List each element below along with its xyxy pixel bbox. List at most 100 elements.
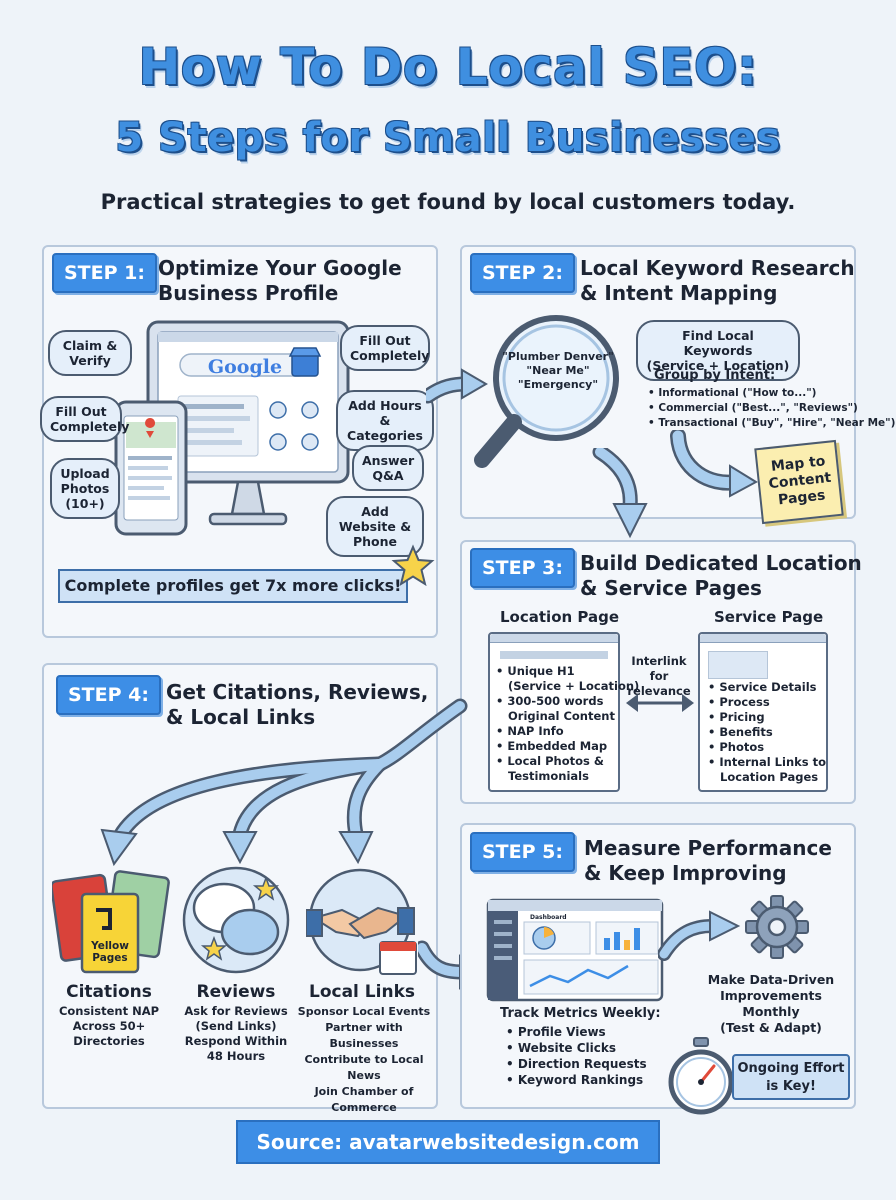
fill-out-bubble-right: Fill Out Completely <box>340 325 430 371</box>
service-item: Process <box>708 695 826 710</box>
double-arrow-icon <box>626 694 694 712</box>
location-item-cont: Original Content <box>508 709 615 723</box>
arrow-step2-to-step3 <box>592 448 648 539</box>
location-page-title: Location Page <box>500 608 620 626</box>
add-website-bubble: Add Website & Phone <box>326 496 424 557</box>
lens-term: "Plumber Denver" <box>502 350 614 363</box>
local-links-text: Sponsor Local Events Partner with Busine… <box>290 1004 438 1116</box>
citations-line: Across 50+ <box>72 1019 146 1033</box>
page-title: How To Do Local SEO: <box>138 38 758 96</box>
service-page-title: Service Page <box>714 608 824 626</box>
arrow-to-gear <box>658 910 741 961</box>
lens-term: "Near Me" <box>526 364 590 377</box>
find-keywords-bubble: Find Local Keywords (Service + Location) <box>636 320 800 381</box>
service-item: Benefits <box>708 725 826 740</box>
fill-out-bubble-left: Fill Out Completely <box>40 396 129 442</box>
intent-item: Informational ("How to...") <box>648 386 895 401</box>
branch-arrows <box>100 698 468 867</box>
step3-heading-line2: & Service Pages <box>580 576 762 600</box>
step4-badge: STEP 4: <box>56 675 161 715</box>
step1-heading-line2: Business Profile <box>158 281 339 305</box>
step3-badge: STEP 3: <box>470 548 575 588</box>
step1-heading: Optimize Your Google Business Profile <box>158 256 402 306</box>
citations-line: Consistent NAP <box>58 1004 160 1018</box>
clock-icon <box>270 402 286 418</box>
step3-heading: Build Dedicated Location & Service Pages <box>580 551 862 601</box>
step5-heading-line1: Measure Performance <box>584 836 832 860</box>
lens-terms: "Plumber Denver" "Near Me" "Emergency" <box>498 350 618 392</box>
step4-heading-line1: Get Citations, Reviews, <box>166 680 429 704</box>
page-title-line2: 5 Steps for Small Businesses <box>115 115 781 161</box>
local-links-line: Contribute to Local News <box>304 1053 424 1082</box>
gear-icon <box>745 895 809 959</box>
notepad-text: Map to Content Pages <box>758 452 843 511</box>
step5-badge: STEP 5: <box>470 832 575 872</box>
step4-heading: Get Citations, Reviews, & Local Links <box>166 680 428 730</box>
local-links-line: Commerce <box>331 1101 397 1114</box>
source-banner[interactable]: Source: avatarwebsitedesign.com <box>236 1120 660 1164</box>
reviews-line: Ask for Reviews <box>184 1004 288 1018</box>
ongoing-line: Ongoing Effort <box>737 1061 845 1076</box>
yellow-pages-line: Yellow <box>91 940 129 952</box>
step4-heading-line2: & Local Links <box>166 705 316 729</box>
intent-item: Transactional ("Buy", "Hire", "Near Me") <box>648 416 895 431</box>
step1-heading-line1: Optimize Your Google <box>158 256 402 280</box>
step2-heading: Local Keyword Research & Intent Mapping <box>580 256 855 306</box>
phone-icon <box>302 434 318 450</box>
chat-icon <box>270 434 286 450</box>
location-item: Embedded Map <box>496 739 639 754</box>
citations-line: Directories <box>73 1034 145 1048</box>
claim-verify-bubble: Claim & Verify <box>48 330 132 376</box>
citations-title: Citations <box>66 982 152 1002</box>
local-links-icon <box>306 868 417 975</box>
service-item: Photos <box>708 740 826 755</box>
step2-heading-line2: & Intent Mapping <box>580 281 778 305</box>
google-logo: Google <box>207 356 283 378</box>
star-icon <box>391 544 435 587</box>
reviews-icon <box>182 866 290 974</box>
location-item-cont: Testimonials <box>508 769 589 783</box>
map-pin-icon <box>143 426 157 444</box>
citations-icon <box>52 870 170 974</box>
arrow-step1-to-step2 <box>426 368 488 404</box>
group-intent-title: Group by Intent: <box>654 368 776 383</box>
add-hours-bubble: Add Hours & Categories <box>336 390 434 451</box>
service-item: Service Details <box>708 680 826 695</box>
location-item-cont: (Service + Location) <box>508 679 640 693</box>
improve-line: Improvements <box>720 988 822 1003</box>
step2-badge: STEP 2: <box>470 253 575 293</box>
improve-text: Make Data-Driven Improvements Monthly (T… <box>696 972 846 1036</box>
interlink-line: Interlink <box>631 654 687 668</box>
dashboard-illustration <box>486 898 664 1002</box>
upload-photos-bubble: Upload Photos (10+) <box>50 458 120 519</box>
ongoing-ribbon: Ongoing Effort is Key! <box>732 1054 850 1100</box>
yellow-pages-label: Yellow Pages <box>82 940 138 964</box>
local-links-line: Partner with Businesses <box>325 1021 403 1050</box>
interlink-line: for relevance <box>627 669 691 698</box>
local-links-title: Local Links <box>309 982 415 1002</box>
step3-heading-line1: Build Dedicated Location <box>580 551 862 575</box>
service-items: Service Details Process Pricing Benefits… <box>708 680 826 785</box>
service-item: Pricing <box>708 710 826 725</box>
intent-list: Informational ("How to...") Commercial (… <box>648 386 895 431</box>
improve-line: Monthly <box>742 1004 800 1019</box>
location-items: Unique H1 (Service + Location) 300-500 w… <box>496 664 639 784</box>
metric-item: Direction Requests <box>506 1056 647 1072</box>
location-item: NAP Info <box>496 724 639 739</box>
clicks-ribbon: Complete profiles get 7x more clicks! <box>58 569 408 603</box>
reviews-text: Ask for Reviews (Send Links) Respond Wit… <box>176 1004 296 1064</box>
find-keywords-line: (Service + Location) <box>646 358 790 373</box>
step5-heading: Measure Performance & Keep Improving <box>584 836 832 886</box>
lens-term: "Emergency" <box>517 378 599 391</box>
step5-heading-line2: & Keep Improving <box>584 861 787 885</box>
stopwatch-icon <box>668 1037 734 1115</box>
intent-item: Commercial ("Best...", "Reviews") <box>648 401 895 416</box>
metric-item: Keyword Rankings <box>506 1072 647 1088</box>
dashboard-label: Dashboard <box>530 914 567 921</box>
answer-qa-bubble: Answer Q&A <box>352 445 424 491</box>
reviews-line: 48 Hours <box>206 1049 266 1063</box>
step1-badge: STEP 1: <box>52 253 157 293</box>
find-keywords-line: Find Local Keywords <box>682 328 754 358</box>
metric-item: Profile Views <box>506 1024 647 1040</box>
local-links-line: Sponsor Local Events <box>297 1005 431 1018</box>
